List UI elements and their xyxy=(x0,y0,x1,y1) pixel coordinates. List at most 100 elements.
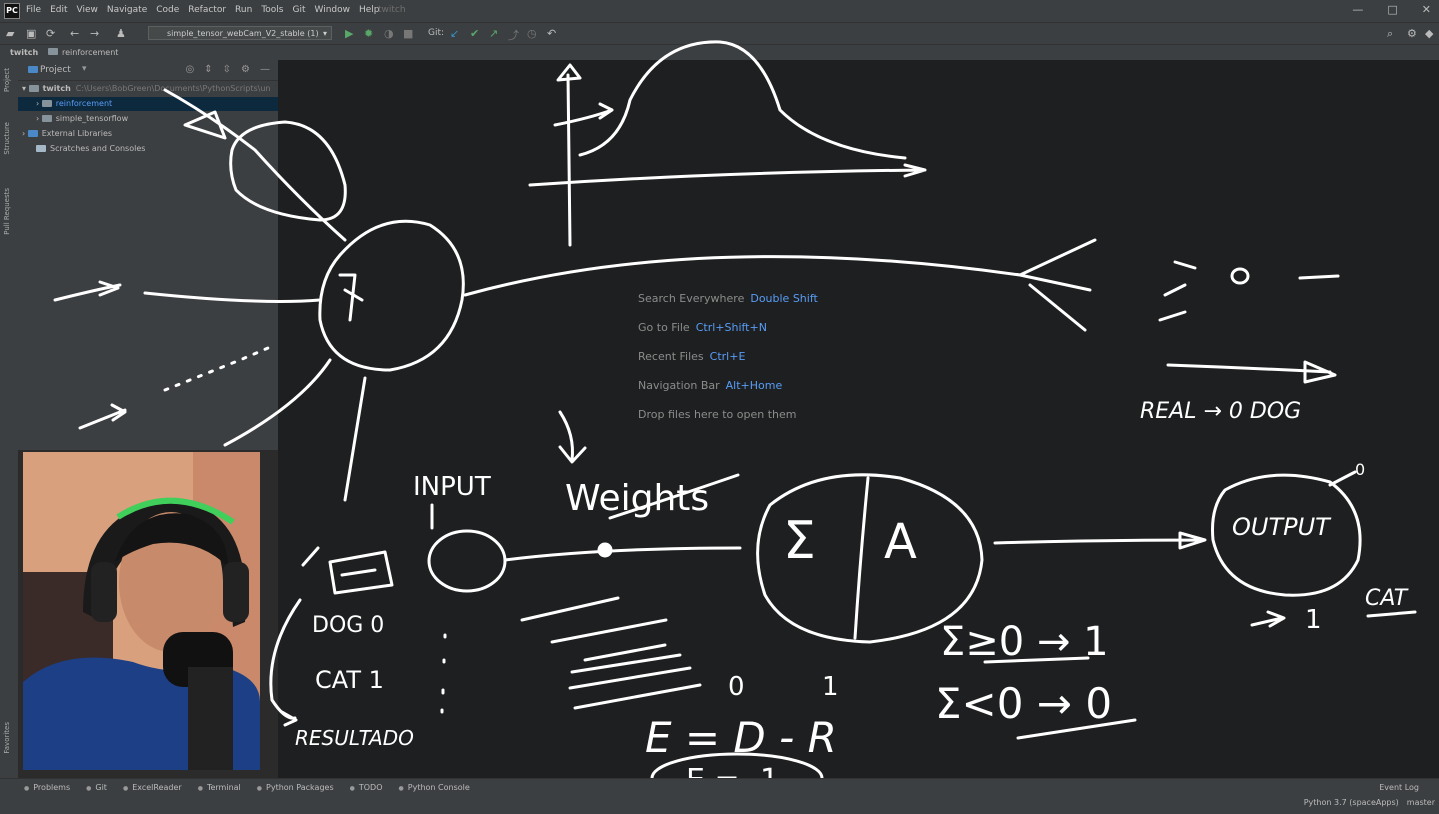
save-icon[interactable]: ▣ xyxy=(26,27,37,40)
dendrite-bottom xyxy=(343,376,367,502)
cat-underline xyxy=(1366,610,1417,618)
folder-icon xyxy=(28,85,39,92)
menu-file[interactable]: File xyxy=(26,5,42,15)
tab-excel-reader[interactable]: ExcelReader xyxy=(123,783,182,792)
menu-refactor[interactable]: Refactor xyxy=(188,5,227,15)
locate-icon[interactable]: ◎ xyxy=(185,64,195,75)
run-config-selector[interactable]: simple_tensor_webCam_V2_stable (1) ▾ xyxy=(148,26,332,40)
menu-navigate[interactable]: Navigate xyxy=(106,5,148,15)
rollback-icon[interactable]: ↶ xyxy=(547,27,557,40)
chevron-right-icon: › xyxy=(36,99,42,108)
chevron-down-icon[interactable]: ▾ xyxy=(82,64,87,74)
menu-help[interactable]: Help xyxy=(359,5,380,15)
app-logo-icon: PC xyxy=(4,3,20,19)
maximize-icon[interactable]: □ xyxy=(1387,3,1398,16)
menu-items: File Edit View Navigate Code Refactor Ru… xyxy=(26,5,380,15)
gear-icon[interactable]: ⚙ xyxy=(241,64,250,75)
tree-item-reinforcement[interactable]: › reinforcement xyxy=(18,97,278,111)
debug-icon[interactable]: ✹ xyxy=(364,27,374,40)
run-icon[interactable]: ▶ xyxy=(345,27,354,40)
stop-icon[interactable]: ■ xyxy=(403,27,414,40)
coverage-icon[interactable]: ◑ xyxy=(384,27,394,40)
tab-todo[interactable]: TODO xyxy=(350,783,383,792)
menu-run[interactable]: Run xyxy=(235,5,253,15)
input-line-3 xyxy=(223,358,332,447)
label-sigma: Σ xyxy=(783,511,816,571)
project-panel-title[interactable]: Project xyxy=(40,65,71,75)
tree-item-external-libraries[interactable]: › External Libraries xyxy=(22,127,112,141)
dog-icon xyxy=(328,550,394,595)
git-fetch-icon[interactable]: ⤴ xyxy=(508,29,519,42)
input-line-2 xyxy=(78,403,127,430)
tree-item-label: simple_tensorflow xyxy=(55,114,129,123)
rule-underline xyxy=(983,656,1090,664)
breadcrumb-project[interactable]: twitch xyxy=(10,48,39,57)
tree-item-simple-tensorflow[interactable]: › simple_tensorflow xyxy=(36,112,128,126)
git-push-icon[interactable]: ↗ xyxy=(489,27,499,40)
dendrite-cloud xyxy=(229,120,347,222)
chevron-right-icon: › xyxy=(22,129,28,138)
folder-icon xyxy=(48,48,58,55)
hint-label: Search Everywhere xyxy=(638,292,745,305)
close-icon[interactable]: ✕ xyxy=(1421,3,1431,16)
rule-underline-2 xyxy=(1016,718,1137,740)
git-history-icon[interactable]: ◷ xyxy=(527,27,537,40)
chevron-down-icon: ▾ xyxy=(322,29,327,38)
neuron-nucleus xyxy=(338,273,364,322)
ide-logo-icon[interactable]: ◆ xyxy=(1425,27,1434,40)
open-folder-icon[interactable]: ▰ xyxy=(6,27,15,40)
label-real-dog: REAL → 0 DOG xyxy=(1140,399,1301,424)
user-icon[interactable]: ♟ xyxy=(116,27,126,40)
tree-root-path: C:\Users\BobGreen\Documents\PythonScript… xyxy=(75,84,271,93)
menu-tools[interactable]: Tools xyxy=(261,5,284,15)
sync-icon[interactable]: ⟳ xyxy=(46,27,56,40)
editor-empty-area[interactable] xyxy=(278,60,1439,778)
breadcrumb-folder[interactable]: reinforcement xyxy=(62,48,119,57)
hint-drop-files: Drop files here to open them xyxy=(638,408,796,421)
tab-python-console[interactable]: Python Console xyxy=(399,783,470,792)
back-icon[interactable]: ← xyxy=(70,27,80,40)
tab-terminal[interactable]: Terminal xyxy=(198,783,241,792)
search-icon[interactable]: ⌕ xyxy=(1387,27,1394,40)
curve-x-axis xyxy=(528,163,927,187)
tree-item-label: Scratches and Consoles xyxy=(50,144,146,153)
neuron-divider xyxy=(853,476,870,640)
event-log-button[interactable]: Event Log xyxy=(1379,783,1419,792)
run-config-label: simple_tensor_webCam_V2_stable (1) xyxy=(167,29,319,38)
dashes-right xyxy=(1158,260,1340,322)
input-line-1 xyxy=(53,280,322,303)
hint-shortcut: Alt+Home xyxy=(725,379,783,392)
label-rule-lt: Σ<0 → 0 xyxy=(935,679,1112,728)
hint-label: Drop files here to open them xyxy=(638,408,797,421)
hint-label: Recent Files xyxy=(638,350,704,363)
tab-problems[interactable]: Problems xyxy=(24,783,70,792)
menu-git[interactable]: Git xyxy=(292,5,306,15)
tree-item-label: External Libraries xyxy=(41,129,113,138)
bracket-line xyxy=(269,546,320,727)
hide-icon[interactable]: — xyxy=(260,64,270,75)
interpreter-status[interactable]: Python 3.7 (spaceApps) xyxy=(1303,798,1399,807)
git-commit-icon[interactable]: ✔ xyxy=(470,27,480,40)
menu-code[interactable]: Code xyxy=(156,5,180,15)
panel-actions: ◎ ⇕ ⇳ ⚙ — xyxy=(186,64,270,75)
project-panel-header: Project ▾ ◎ ⇕ ⇳ ⚙ — xyxy=(18,60,278,81)
expand-all-icon[interactable]: ⇳ xyxy=(222,64,232,75)
branch-status[interactable]: master xyxy=(1406,798,1435,807)
curve-y-axis xyxy=(556,63,582,247)
git-update-icon[interactable]: ↙ xyxy=(450,27,460,40)
menu-view[interactable]: View xyxy=(76,5,98,15)
tab-python-packages[interactable]: Python Packages xyxy=(257,783,334,792)
minimize-icon[interactable]: — xyxy=(1352,3,1364,16)
forward-icon[interactable]: → xyxy=(90,27,100,40)
tree-item-scratches[interactable]: Scratches and Consoles xyxy=(36,142,145,156)
collapse-all-icon[interactable]: ⇕ xyxy=(204,64,213,75)
label-cat-one: 1 xyxy=(1305,605,1322,635)
gear-icon[interactable]: ⚙ xyxy=(1407,27,1417,40)
tab-git[interactable]: Git xyxy=(86,783,107,792)
menu-edit[interactable]: Edit xyxy=(50,5,68,15)
menu-window[interactable]: Window xyxy=(314,5,351,15)
weight-line xyxy=(503,546,742,562)
bottom-tool-tabs: Problems Git ExcelReader Terminal Python… xyxy=(24,783,470,792)
